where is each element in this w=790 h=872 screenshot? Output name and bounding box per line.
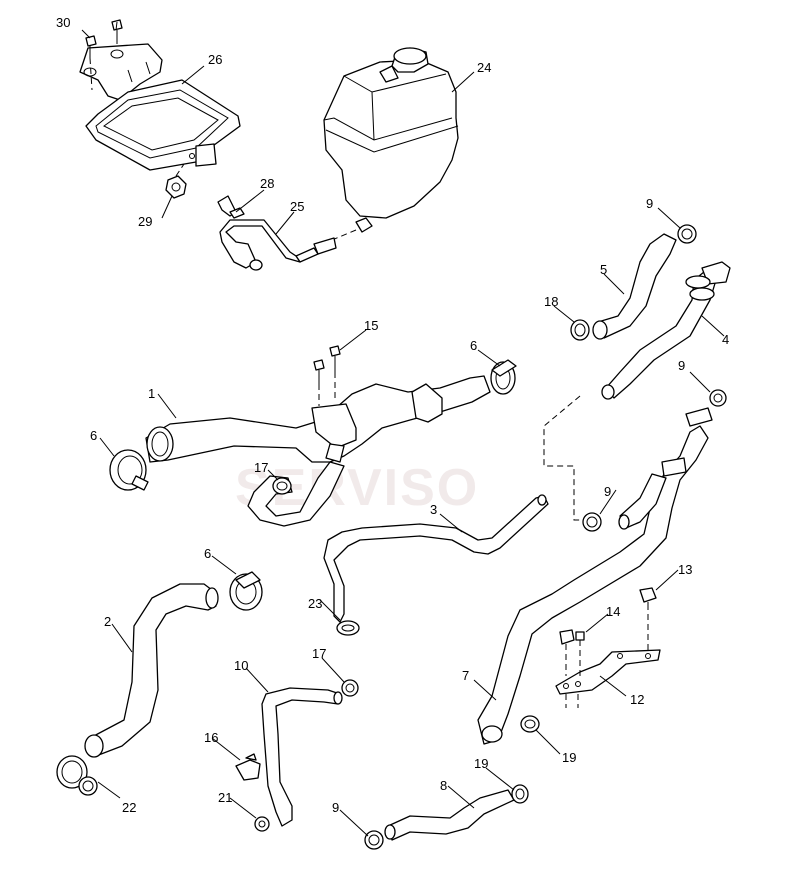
callout-9-mid: 9: [604, 484, 611, 499]
callout-labels: 30 26 24 28 25 29 9 5 18 4 15 6 9 1 6 17…: [56, 15, 729, 815]
callout-9-bottom: 9: [332, 800, 339, 815]
clamp-21: [254, 816, 270, 832]
callout-15: 15: [364, 318, 378, 333]
pipe-3: [323, 494, 549, 623]
clamp-18: [570, 319, 590, 341]
callout-22: 22: [122, 800, 136, 815]
hose-8: [384, 789, 515, 841]
callout-17-upper: 17: [254, 460, 268, 475]
callout-6-upper: 6: [470, 338, 477, 353]
callout-9-top: 9: [646, 196, 653, 211]
callout-10: 10: [234, 658, 248, 673]
callout-6-lower: 6: [204, 546, 211, 561]
callout-25: 25: [290, 199, 304, 214]
hose-2: [84, 583, 219, 758]
clamp-9-bottom: [364, 830, 384, 850]
clamp-17-upper: [272, 477, 292, 495]
hose-4: [601, 261, 731, 400]
callout-17-lower: 17: [312, 646, 326, 661]
clamp-9-right: [709, 389, 727, 407]
callout-13: 13: [678, 562, 692, 577]
hose-1: [145, 375, 491, 527]
callout-4: 4: [722, 332, 729, 347]
callout-21: 21: [218, 790, 232, 805]
callout-28: 28: [260, 176, 274, 191]
clip-16: [235, 753, 261, 781]
callout-12: 12: [630, 692, 644, 707]
clamp-23: [336, 620, 360, 636]
clip-13: [639, 587, 657, 610]
expansion-tank: [323, 47, 459, 241]
callout-3: 3: [430, 502, 437, 517]
nut-29: [165, 163, 187, 199]
clamp-22: [56, 755, 98, 796]
hose-10: [261, 687, 343, 827]
bolt-15: [313, 345, 341, 406]
bracket-12: [555, 610, 661, 708]
clamp-19-bottom: [511, 784, 529, 804]
callout-18: 18: [544, 294, 558, 309]
callout-19-bottom: 19: [474, 756, 488, 771]
callout-23: 23: [308, 596, 322, 611]
callout-29: 29: [138, 214, 152, 229]
hose-25: [219, 219, 337, 271]
callout-9-right: 9: [678, 358, 685, 373]
clamp-19-mid: [520, 715, 540, 733]
clip-14: [559, 629, 585, 676]
clamp-9-top: [677, 224, 697, 244]
clamp-6-upper: [490, 359, 517, 395]
callout-24: 24: [477, 60, 491, 75]
callout-30: 30: [56, 15, 70, 30]
callout-2: 2: [104, 614, 111, 629]
callout-8: 8: [440, 778, 447, 793]
callout-7: 7: [462, 668, 469, 683]
clamp-9-mid: [582, 512, 602, 532]
expansion-tank-bracket: [79, 43, 241, 171]
callout-19-mid: 19: [562, 750, 576, 765]
clamp-6-left: [109, 449, 149, 491]
callout-1: 1: [148, 386, 155, 401]
clip-28: [217, 195, 245, 219]
routing-dashline: [543, 395, 592, 521]
callout-6-left: 6: [90, 428, 97, 443]
hose-7: [477, 407, 713, 745]
clamp-17-lower: [341, 679, 359, 697]
callout-16: 16: [204, 730, 218, 745]
leader-lines: [81, 21, 725, 837]
bolt-30: [85, 35, 97, 91]
callout-14: 14: [606, 604, 620, 619]
callout-5: 5: [600, 262, 607, 277]
clamp-6-lower: [229, 571, 263, 611]
hose-5: [592, 233, 677, 340]
callout-26: 26: [208, 52, 222, 67]
